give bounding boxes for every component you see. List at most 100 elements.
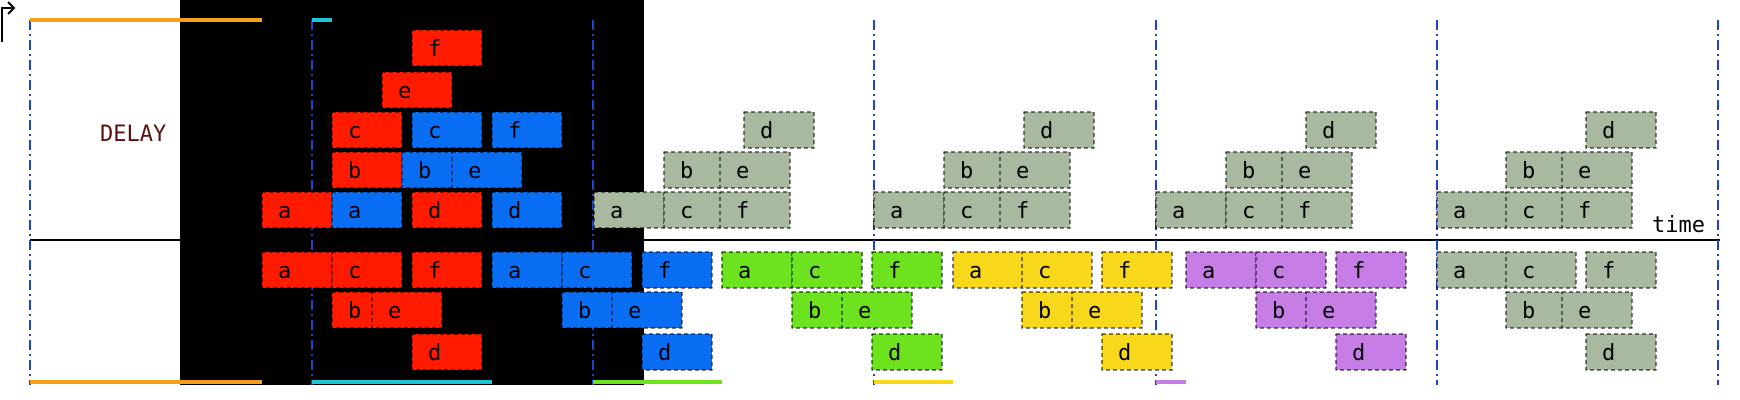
- block-f-blue: [491, 111, 563, 149]
- block-f-blue: [641, 251, 713, 289]
- block-b-red: [331, 151, 403, 189]
- block-label: c: [960, 199, 973, 224]
- block-label: e: [1298, 159, 1311, 184]
- block-label: c: [348, 119, 361, 144]
- block-d-green: [871, 333, 943, 371]
- block-label: f: [1578, 199, 1591, 224]
- block-label: a: [278, 259, 291, 284]
- block-label: d: [428, 199, 441, 224]
- block-c-purple: [1255, 251, 1327, 289]
- block-label: d: [1602, 119, 1615, 144]
- block-label: f: [1602, 259, 1615, 284]
- block-f-gray: [719, 191, 791, 229]
- block-f-gray: [999, 191, 1071, 229]
- block-e-blue: [451, 151, 523, 189]
- block-a-red: [261, 251, 333, 289]
- block-d-blue: [491, 191, 563, 229]
- block-f-red: [411, 29, 483, 67]
- block-a-gray: [1436, 251, 1508, 289]
- block-label: b: [1242, 159, 1255, 184]
- block-label: a: [278, 199, 291, 224]
- block-label: c: [1272, 259, 1285, 284]
- block-label: b: [418, 159, 431, 184]
- block-label: b: [348, 299, 361, 324]
- block-a-gray: [1155, 191, 1227, 229]
- block-label: f: [1118, 259, 1131, 284]
- block-label: d: [1602, 341, 1615, 366]
- block-a-gray: [873, 191, 945, 229]
- block-a-yellow: [952, 251, 1024, 289]
- block-d-gray: [1305, 111, 1377, 149]
- block-a-green: [721, 251, 793, 289]
- block-label: d: [658, 341, 671, 366]
- block-label: d: [888, 341, 901, 366]
- block-label: e: [388, 299, 401, 324]
- block-label: a: [1453, 199, 1466, 224]
- block-label: d: [1352, 341, 1365, 366]
- block-label: b: [348, 159, 361, 184]
- block-label: c: [348, 259, 361, 284]
- block-label: c: [428, 119, 441, 144]
- block-label: f: [508, 119, 521, 144]
- block-label: c: [680, 199, 693, 224]
- block-d-red: [411, 333, 483, 371]
- time-label: time: [1652, 213, 1705, 238]
- block-e-red: [381, 71, 453, 109]
- block-d-purple: [1335, 333, 1407, 371]
- block-label: c: [1522, 259, 1535, 284]
- block-e-gray: [999, 151, 1071, 189]
- block-label: f: [428, 37, 441, 62]
- block-d-gray: [743, 111, 815, 149]
- block-label: b: [1272, 299, 1285, 324]
- block-f-yellow: [1101, 251, 1173, 289]
- block-label: f: [658, 259, 671, 284]
- block-e-gray: [719, 151, 791, 189]
- block-a-purple: [1185, 251, 1257, 289]
- block-f-green: [871, 251, 943, 289]
- block-e-green: [841, 291, 913, 329]
- block-label: b: [1522, 299, 1535, 324]
- block-label: d: [1040, 119, 1053, 144]
- block-c-red: [331, 111, 403, 149]
- block-a-blue: [491, 251, 563, 289]
- block-a-red: [261, 191, 333, 229]
- block-e-gray: [1281, 151, 1353, 189]
- block-label: b: [1038, 299, 1051, 324]
- block-label: b: [680, 159, 693, 184]
- block-label: c: [578, 259, 591, 284]
- block-label: f: [428, 259, 441, 284]
- block-label: a: [969, 259, 982, 284]
- block-label: e: [398, 79, 411, 104]
- block-label: c: [808, 259, 821, 284]
- block-label: a: [1202, 259, 1215, 284]
- block-label: a: [1453, 259, 1466, 284]
- block-c-green: [791, 251, 863, 289]
- block-a-gray: [593, 191, 665, 229]
- block-label: a: [890, 199, 903, 224]
- block-label: f: [1298, 199, 1311, 224]
- block-label: e: [468, 159, 481, 184]
- block-d-gray: [1585, 111, 1657, 149]
- block-c-blue: [411, 111, 483, 149]
- block-label: f: [736, 199, 749, 224]
- block-e-gray: [1561, 151, 1633, 189]
- block-label: e: [1578, 299, 1591, 324]
- block-f-gray: [1281, 191, 1353, 229]
- block-label: e: [1578, 159, 1591, 184]
- block-f-red: [411, 251, 483, 289]
- delay-label: DELAY: [100, 122, 166, 147]
- block-d-yellow: [1101, 333, 1173, 371]
- block-label: e: [1016, 159, 1029, 184]
- block-e-blue: [611, 291, 683, 329]
- block-label: d: [1322, 119, 1335, 144]
- block-label: f: [1016, 199, 1029, 224]
- block-e-gray: [1561, 291, 1633, 329]
- block-label: e: [736, 159, 749, 184]
- block-f-gray: [1561, 191, 1633, 229]
- block-label: d: [760, 119, 773, 144]
- block-d-red: [411, 191, 483, 229]
- block-label: c: [1522, 199, 1535, 224]
- block-label: c: [1038, 259, 1051, 284]
